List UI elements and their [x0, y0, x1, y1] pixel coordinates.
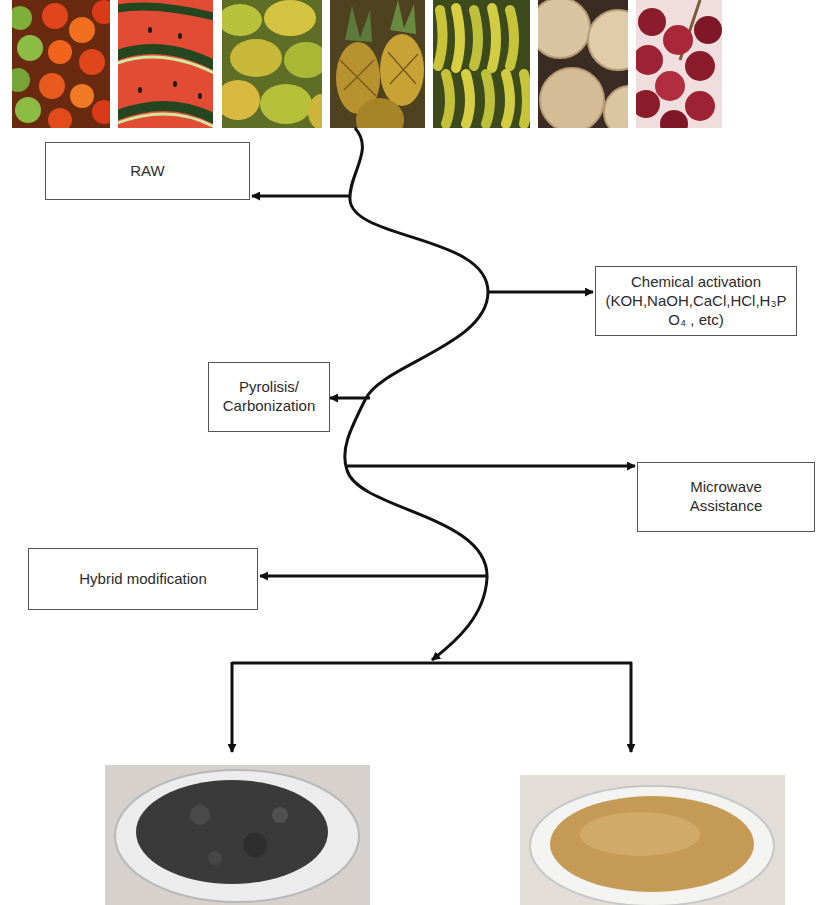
mango [264, 0, 316, 36]
powder-texture [272, 807, 288, 823]
melon-rind [118, 114, 213, 128]
melon [588, 10, 628, 70]
red-fruit [39, 73, 65, 99]
process-box: Chemical activation (KOH,NaOH,CaCl,HCl,H… [595, 266, 797, 336]
melon-rind [118, 57, 213, 76]
red-fruit [48, 108, 72, 128]
branch-arrow [252, 195, 350, 198]
process-box: RAW [45, 142, 250, 200]
fruit-photo [12, 0, 110, 128]
grape [685, 91, 715, 121]
fruit-photo [330, 0, 425, 128]
red-fruit [79, 49, 105, 75]
red-fruit [42, 3, 68, 29]
grape [636, 45, 663, 75]
grape [638, 8, 666, 36]
red-fruit [48, 40, 72, 64]
process-curve [345, 128, 488, 660]
seed [173, 81, 177, 87]
grape [636, 90, 660, 118]
banana [524, 74, 527, 124]
green-fruit [12, 68, 30, 92]
red-fruit [69, 17, 95, 43]
mango [222, 80, 260, 120]
grape [663, 25, 693, 55]
banana [456, 8, 460, 68]
fruit-photo [433, 0, 530, 128]
melon [540, 68, 604, 128]
seed [178, 33, 182, 39]
black-powder [136, 780, 328, 884]
powder-texture [208, 851, 222, 865]
grape [694, 16, 722, 44]
plate [115, 770, 359, 902]
pineapple-crown [345, 6, 372, 42]
mango [222, 4, 262, 36]
grape [660, 110, 688, 128]
pineapple-pattern [340, 52, 418, 96]
banana [446, 74, 450, 124]
fruit-photo [636, 0, 722, 128]
seed [148, 27, 152, 33]
branch-arrow [330, 397, 370, 400]
melon [604, 86, 628, 128]
glass-dish [530, 786, 774, 905]
seed [138, 87, 142, 93]
mango [308, 94, 322, 128]
step-label: Hybrid modification [79, 570, 207, 589]
fruit-photo [538, 0, 628, 128]
grape [655, 71, 685, 101]
step-label: Chemical activation (KOH,NaOH,CaCl,HCl,H… [604, 273, 788, 329]
red-fruit [70, 84, 94, 108]
melon [538, 0, 590, 58]
step-label: Pyrolisis/ Carbonization [217, 378, 321, 416]
step-label: RAW [130, 162, 164, 181]
branch-arrow [347, 465, 635, 468]
red-fruit [92, 100, 110, 124]
banana [466, 74, 470, 124]
grape [685, 51, 715, 81]
green-fruit [15, 97, 41, 123]
red-fruit [92, 0, 110, 24]
seed [198, 93, 202, 99]
banana [486, 74, 490, 124]
fruit-photo [118, 0, 213, 128]
mango [260, 84, 312, 124]
product-arrow [630, 662, 633, 752]
green-fruit [17, 35, 43, 61]
pineapple-crown [390, 0, 416, 34]
green-fruit [12, 6, 32, 30]
mango [230, 39, 282, 77]
branch-arrow [260, 575, 486, 578]
banana [474, 10, 478, 66]
carbon-powder-photo [105, 765, 370, 905]
melon-rind [118, 6, 213, 18]
fruit-photo [222, 0, 322, 128]
powder-texture [190, 805, 210, 825]
banana [492, 8, 496, 68]
photo-ground [520, 775, 785, 905]
split-line [232, 662, 632, 665]
mango [284, 42, 322, 78]
pineapple [356, 98, 404, 128]
process-box: Hybrid modification [28, 548, 258, 610]
process-box: Pyrolisis/ Carbonization [208, 362, 330, 432]
photo-ground [433, 0, 530, 128]
yellow-powder [550, 796, 754, 892]
banana [438, 10, 443, 66]
branch-arrow [487, 291, 593, 294]
process-box: Microwave Assistance [637, 462, 815, 532]
pineapple [380, 34, 424, 106]
powder-texture [580, 812, 700, 856]
banana [506, 74, 510, 124]
photo-ground [105, 765, 370, 905]
adsorbent-powder-photo [520, 775, 785, 905]
banana [510, 10, 514, 66]
powder-texture [243, 833, 267, 857]
product-arrow [231, 662, 234, 752]
step-label: Microwave Assistance [671, 478, 781, 516]
